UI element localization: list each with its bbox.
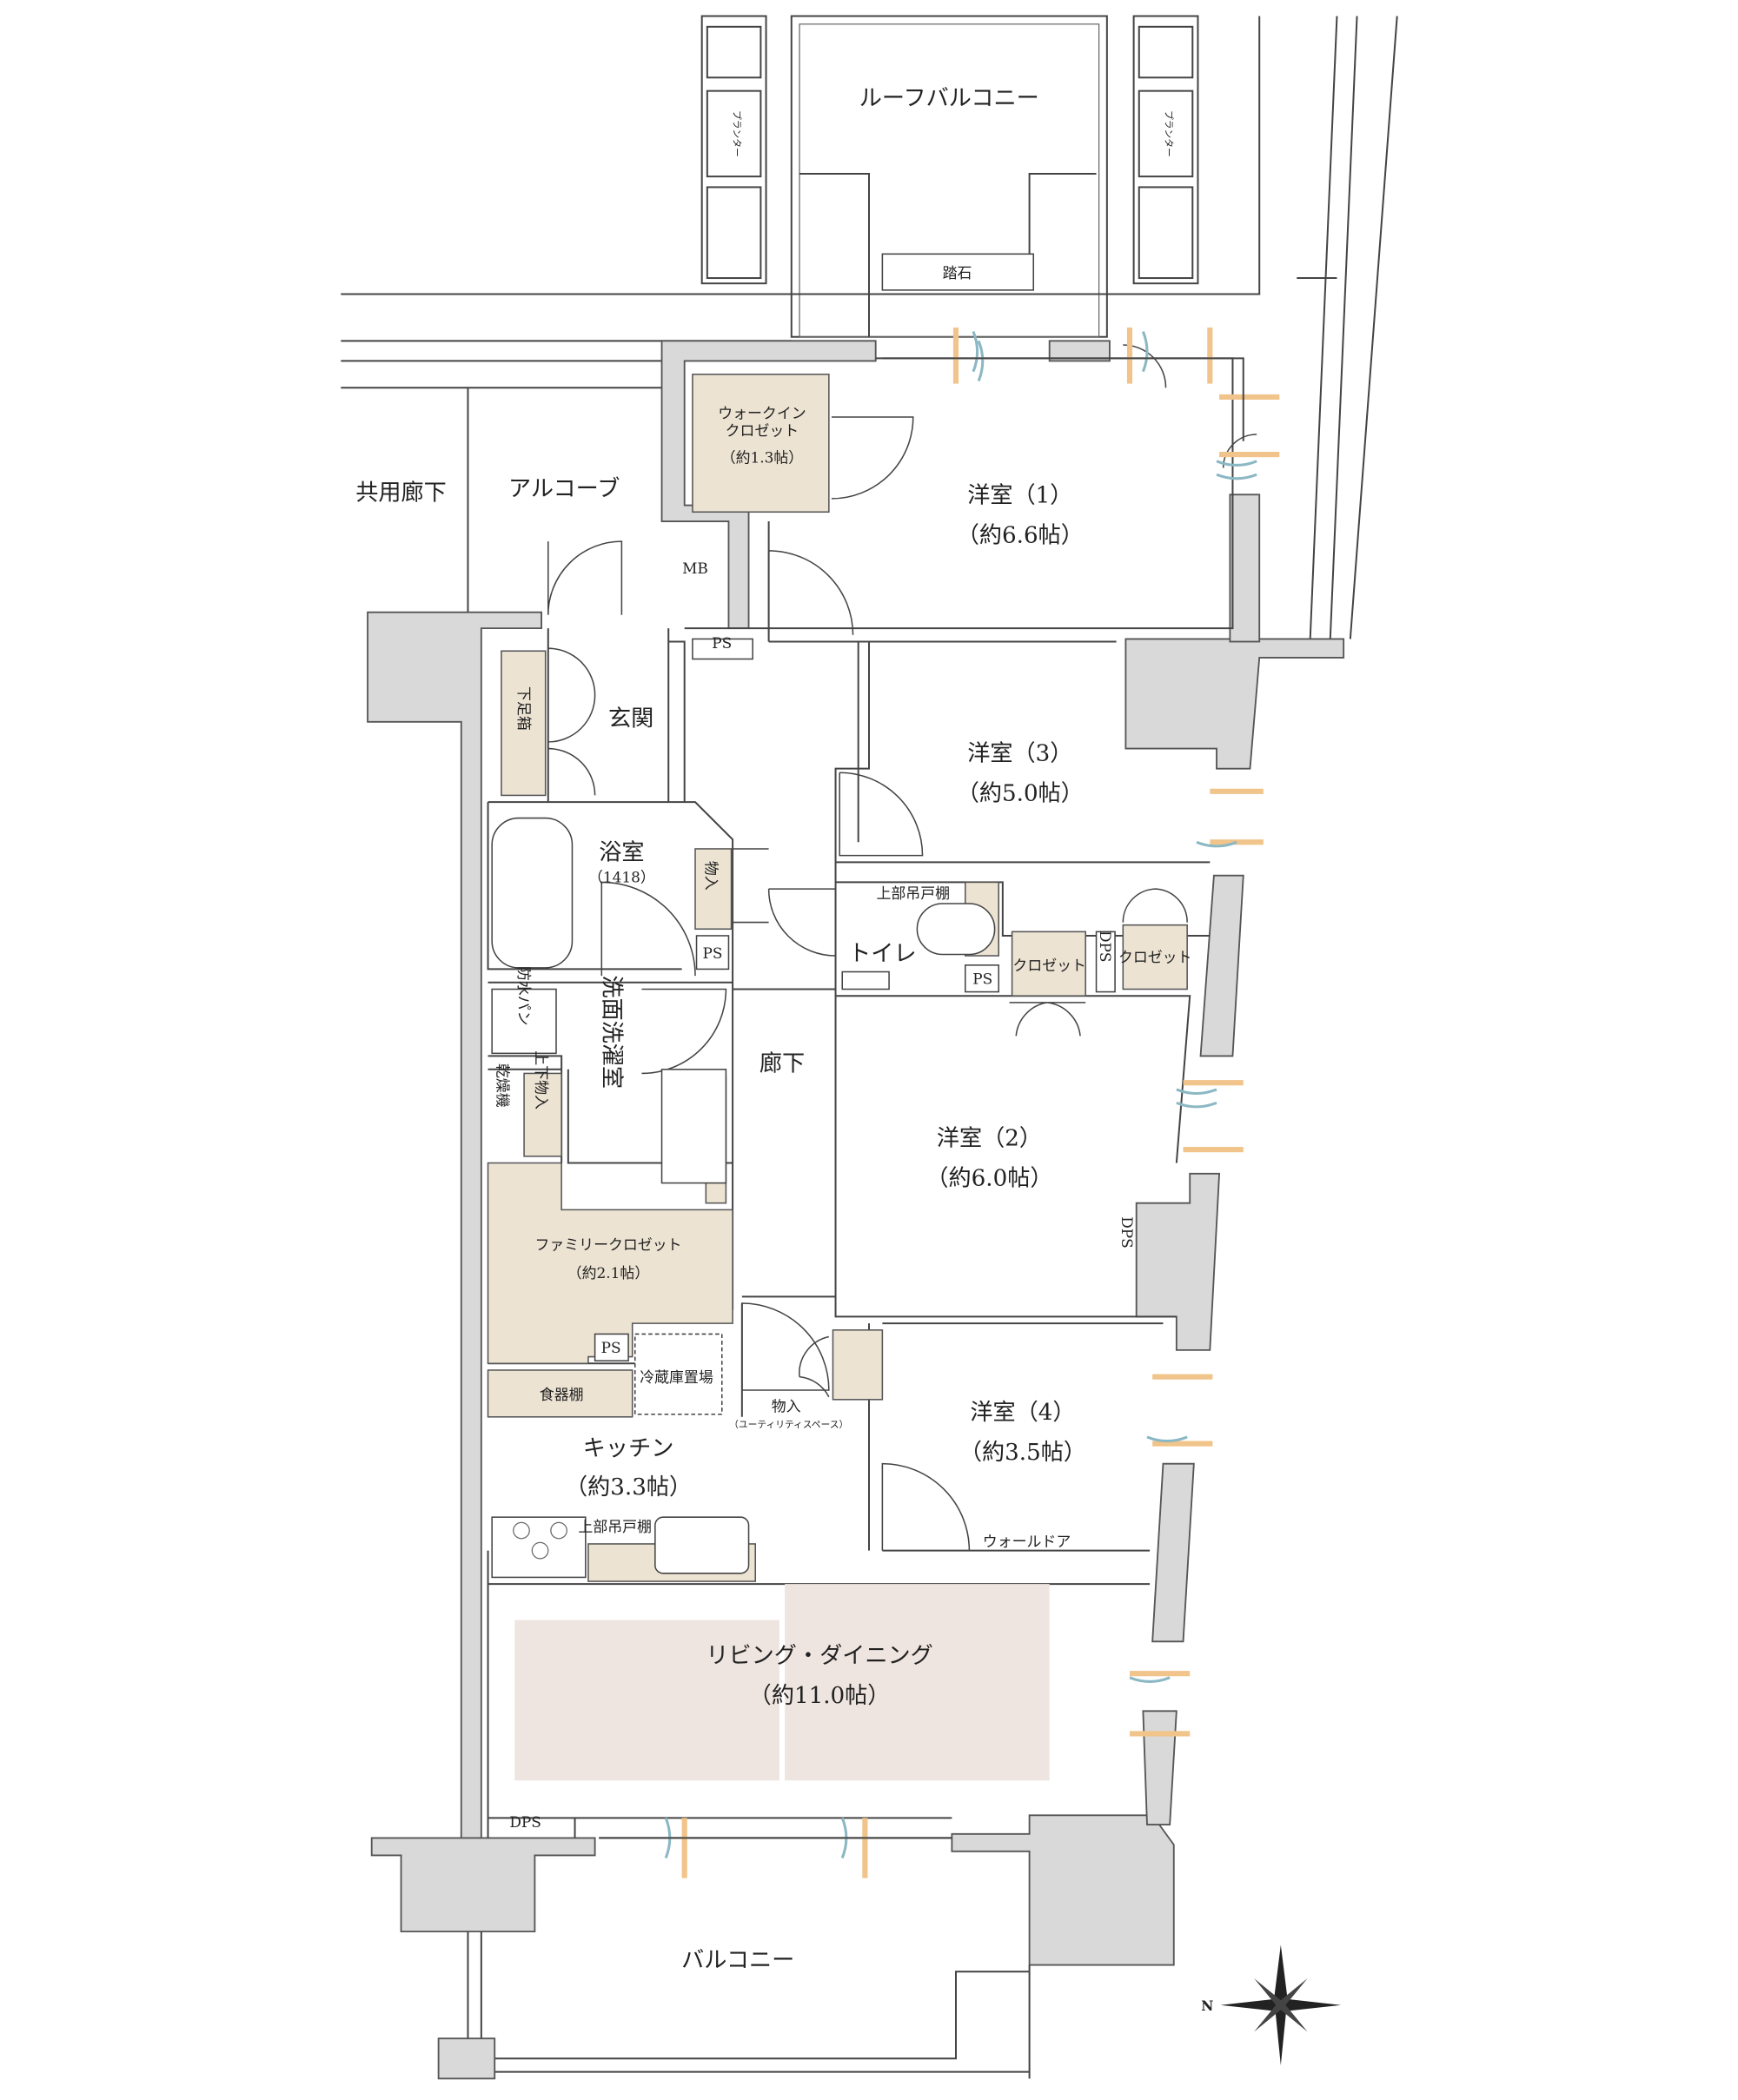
mb-label: MB bbox=[682, 560, 708, 577]
living-area-left bbox=[514, 1620, 779, 1781]
room1-size: （約6.6帖） bbox=[957, 523, 1084, 549]
ps-toilet-label: PS bbox=[972, 970, 992, 987]
bath-storage-label: 物入 bbox=[702, 861, 720, 891]
toilet-sink bbox=[841, 971, 890, 990]
stepping-stone bbox=[881, 253, 1034, 291]
compass-icon: N bbox=[1201, 1944, 1342, 2065]
stove bbox=[491, 1516, 587, 1579]
utility-storage-label: 物入 bbox=[772, 1398, 801, 1415]
utility-storage-note: （ユーティリティスペース） bbox=[729, 1419, 848, 1430]
family-closet bbox=[487, 1162, 733, 1365]
ventilation-marks bbox=[599, 327, 1280, 1878]
toilet-label: トイレ bbox=[848, 941, 916, 967]
ps-entrance-label: PS bbox=[712, 634, 732, 652]
room4-size: （約3.5帖） bbox=[959, 1440, 1086, 1466]
room3-size: （約5.0帖） bbox=[957, 781, 1084, 807]
dps-middle-label: DPS bbox=[1097, 931, 1114, 963]
living-area-right bbox=[785, 1584, 1050, 1781]
cupboard bbox=[487, 1369, 634, 1418]
kitchen-size: （約3.3帖） bbox=[565, 1474, 692, 1500]
balcony-label: バルコニー bbox=[681, 1948, 794, 1974]
roof-balcony-label: ルーフバルコニー bbox=[859, 86, 1039, 112]
ps-kitchen-label: PS bbox=[601, 1339, 621, 1356]
family-closet-label: ファミリークロゼット bbox=[534, 1236, 681, 1254]
washbasin bbox=[660, 1069, 727, 1184]
planter-left: プランター bbox=[700, 15, 767, 285]
upper-lower-storage-label: 上下物入 bbox=[533, 1050, 550, 1110]
entrance-label: 玄関 bbox=[608, 706, 653, 732]
fridge-space-label: 冷蔵庫置場 bbox=[640, 1368, 713, 1386]
burner-icons bbox=[513, 1521, 567, 1560]
bathroom-size: （1418） bbox=[588, 868, 655, 885]
hallway-label: 廊下 bbox=[760, 1050, 805, 1076]
kitchen-sink bbox=[654, 1516, 750, 1574]
wall-door-label: ウォールドア bbox=[983, 1533, 1071, 1550]
upper-lower-storage bbox=[523, 1072, 562, 1157]
room2-size: （約6.0帖） bbox=[925, 1166, 1052, 1192]
compass-north-label: N bbox=[1201, 1998, 1213, 2014]
dps-room2-label: DPS bbox=[1118, 1216, 1136, 1249]
closet-room2 bbox=[1011, 931, 1086, 997]
ps-bath-label: PS bbox=[703, 944, 723, 962]
shoe-box bbox=[501, 650, 547, 797]
room2-label: 洋室（2） bbox=[937, 1126, 1042, 1152]
bathroom-label: 浴室 bbox=[599, 839, 644, 865]
walk-in-closet-size: （約1.3帖） bbox=[721, 448, 804, 466]
walk-in-closet bbox=[692, 374, 830, 513]
fridge-space bbox=[634, 1333, 723, 1415]
planter-right: プランター bbox=[1132, 15, 1199, 285]
walk-in-closet-label-1: ウォークイン bbox=[718, 405, 806, 422]
shoe-box-label: 下足箱 bbox=[515, 686, 533, 731]
ps-entrance-box bbox=[692, 638, 753, 660]
room3-label: 洋室（3） bbox=[967, 740, 1072, 766]
utility-storage bbox=[832, 1329, 884, 1401]
dryer-label: 乾燥機 bbox=[494, 1063, 511, 1108]
walls bbox=[367, 340, 1345, 1966]
waterproof-pan bbox=[491, 988, 557, 1055]
bath-storage bbox=[694, 848, 733, 931]
toilet-bowl bbox=[916, 903, 996, 956]
kitchen-label: キッチン bbox=[583, 1435, 674, 1461]
room1-label: 洋室（1） bbox=[967, 483, 1072, 509]
closet-room3 bbox=[1122, 924, 1188, 990]
dps-living-label: DPS bbox=[509, 1813, 541, 1831]
closet-room3-label: クロゼット bbox=[1118, 949, 1192, 966]
room4-label: 洋室（4） bbox=[970, 1400, 1075, 1426]
planter-right-label: プランター bbox=[1164, 110, 1175, 157]
toilet-upper-cabinet-label: 上部吊戸棚 bbox=[876, 884, 950, 902]
planter-left-label: プランター bbox=[732, 110, 743, 157]
living-dining-label: リビング・ダイニング bbox=[706, 1643, 932, 1669]
family-closet-size: （約2.1帖） bbox=[567, 1264, 650, 1282]
kitchen-upper-cabinet-label: 上部吊戸棚 bbox=[578, 1518, 652, 1535]
waterproof-pan-label: 防水パン bbox=[515, 966, 533, 1025]
walk-in-closet-label-2: クロゼット bbox=[726, 422, 799, 440]
roof-balcony: 踏石 ルーフバルコニー bbox=[790, 15, 1108, 338]
bathtub bbox=[491, 817, 574, 969]
alcove-label: アルコーブ bbox=[508, 476, 620, 502]
closet-room2-label: クロゼット bbox=[1012, 957, 1086, 974]
living-dining-size: （約11.0帖） bbox=[749, 1683, 891, 1709]
cupboard-label: 食器棚 bbox=[540, 1386, 584, 1403]
stepping-stone-label: 踏石 bbox=[943, 264, 972, 282]
common-corridor-label: 共用廊下 bbox=[355, 480, 447, 506]
washroom-label: 洗面洗濯室 bbox=[598, 975, 624, 1089]
